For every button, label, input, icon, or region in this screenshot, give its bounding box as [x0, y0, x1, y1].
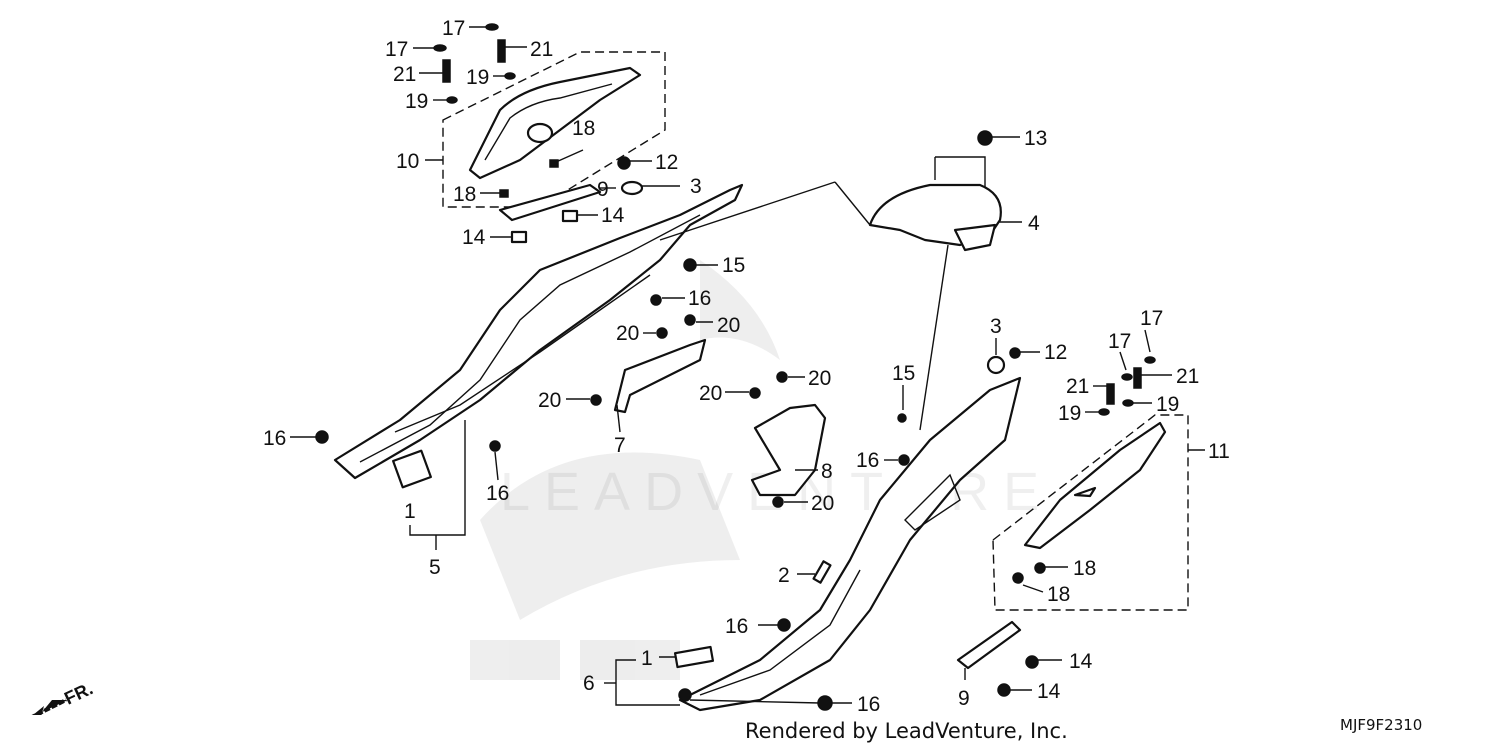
callout-19: 19 — [1156, 393, 1179, 416]
callout-13: 13 — [1024, 127, 1047, 150]
parts-diagram: LEADVENTURE — [31, 17, 1230, 715]
callout-14: 14 — [601, 204, 625, 227]
callout-1: 1 — [404, 500, 416, 523]
callout-20: 20 — [808, 367, 831, 390]
part-10-cover — [468, 66, 642, 180]
part-5-rail — [333, 183, 744, 480]
callout-17: 17 — [1108, 330, 1131, 353]
callout-4: 4 — [1028, 212, 1040, 235]
callout-5: 5 — [429, 556, 441, 579]
callout-21: 21 — [1066, 375, 1089, 398]
callout-20: 20 — [811, 492, 834, 515]
render-credit: Rendered by LeadVenture, Inc. — [745, 719, 1068, 743]
callout-20: 20 — [699, 382, 722, 405]
front-direction-arrow-icon — [31, 698, 68, 715]
callout-20: 20 — [717, 314, 740, 337]
part-11-cover — [1023, 421, 1167, 550]
callout-16: 16 — [856, 449, 879, 472]
callout-15: 15 — [892, 362, 915, 385]
callout-14: 14 — [462, 226, 486, 249]
callout-16: 16 — [486, 482, 509, 505]
part-6-side-cover — [678, 376, 1022, 712]
part-2-clip — [812, 560, 832, 584]
callout-12: 12 — [655, 151, 678, 174]
part-9-plate-lower — [956, 620, 1022, 670]
callout-14: 14 — [1037, 680, 1061, 703]
callout-9: 9 — [958, 687, 970, 710]
callout-20: 20 — [538, 389, 561, 412]
callout-6: 6 — [583, 672, 595, 695]
callout-16: 16 — [688, 287, 711, 310]
callout-19: 19 — [1058, 402, 1081, 425]
callout-10: 10 — [396, 150, 419, 173]
callout-15: 15 — [722, 254, 745, 277]
front-direction-label: FR. — [61, 678, 96, 708]
group-box-10 — [442, 51, 666, 208]
callout-16: 16 — [263, 427, 286, 450]
callout-11: 11 — [1208, 440, 1230, 463]
callout-14: 14 — [1069, 650, 1093, 673]
callout-19: 19 — [405, 90, 428, 113]
part-1-reflector-lower — [673, 645, 715, 669]
callout-16: 16 — [725, 615, 748, 638]
callout-17: 17 — [1140, 307, 1163, 330]
callout-7: 7 — [614, 434, 626, 457]
callout-21: 21 — [1176, 365, 1199, 388]
callout-9: 9 — [597, 178, 609, 201]
callout-19: 19 — [466, 66, 489, 89]
fasteners — [315, 23, 1156, 711]
diagram-code: MJF9F2310 — [1340, 716, 1423, 734]
callout-20: 20 — [616, 322, 639, 345]
callout-17: 17 — [385, 38, 408, 61]
callout-21: 21 — [530, 38, 553, 61]
callout-18: 18 — [1073, 557, 1096, 580]
callout-18: 18 — [572, 117, 595, 140]
callout-21: 21 — [393, 63, 416, 86]
part-9-plate-upper — [498, 183, 602, 222]
group-box-11 — [992, 414, 1189, 611]
callout-16: 16 — [857, 693, 880, 715]
callout-3: 3 — [990, 315, 1002, 338]
part-7-bracket — [613, 338, 707, 414]
callout-17: 17 — [442, 17, 465, 40]
callout-3: 3 — [690, 175, 702, 198]
part-8-panel — [750, 403, 827, 497]
callout-18: 18 — [453, 183, 476, 206]
callout-8: 8 — [821, 460, 833, 483]
callout-2: 2 — [778, 564, 790, 587]
callout-12: 12 — [1044, 341, 1067, 364]
callout-1: 1 — [641, 647, 653, 670]
callout-18: 18 — [1047, 583, 1070, 606]
leader-lines — [290, 26, 1172, 706]
